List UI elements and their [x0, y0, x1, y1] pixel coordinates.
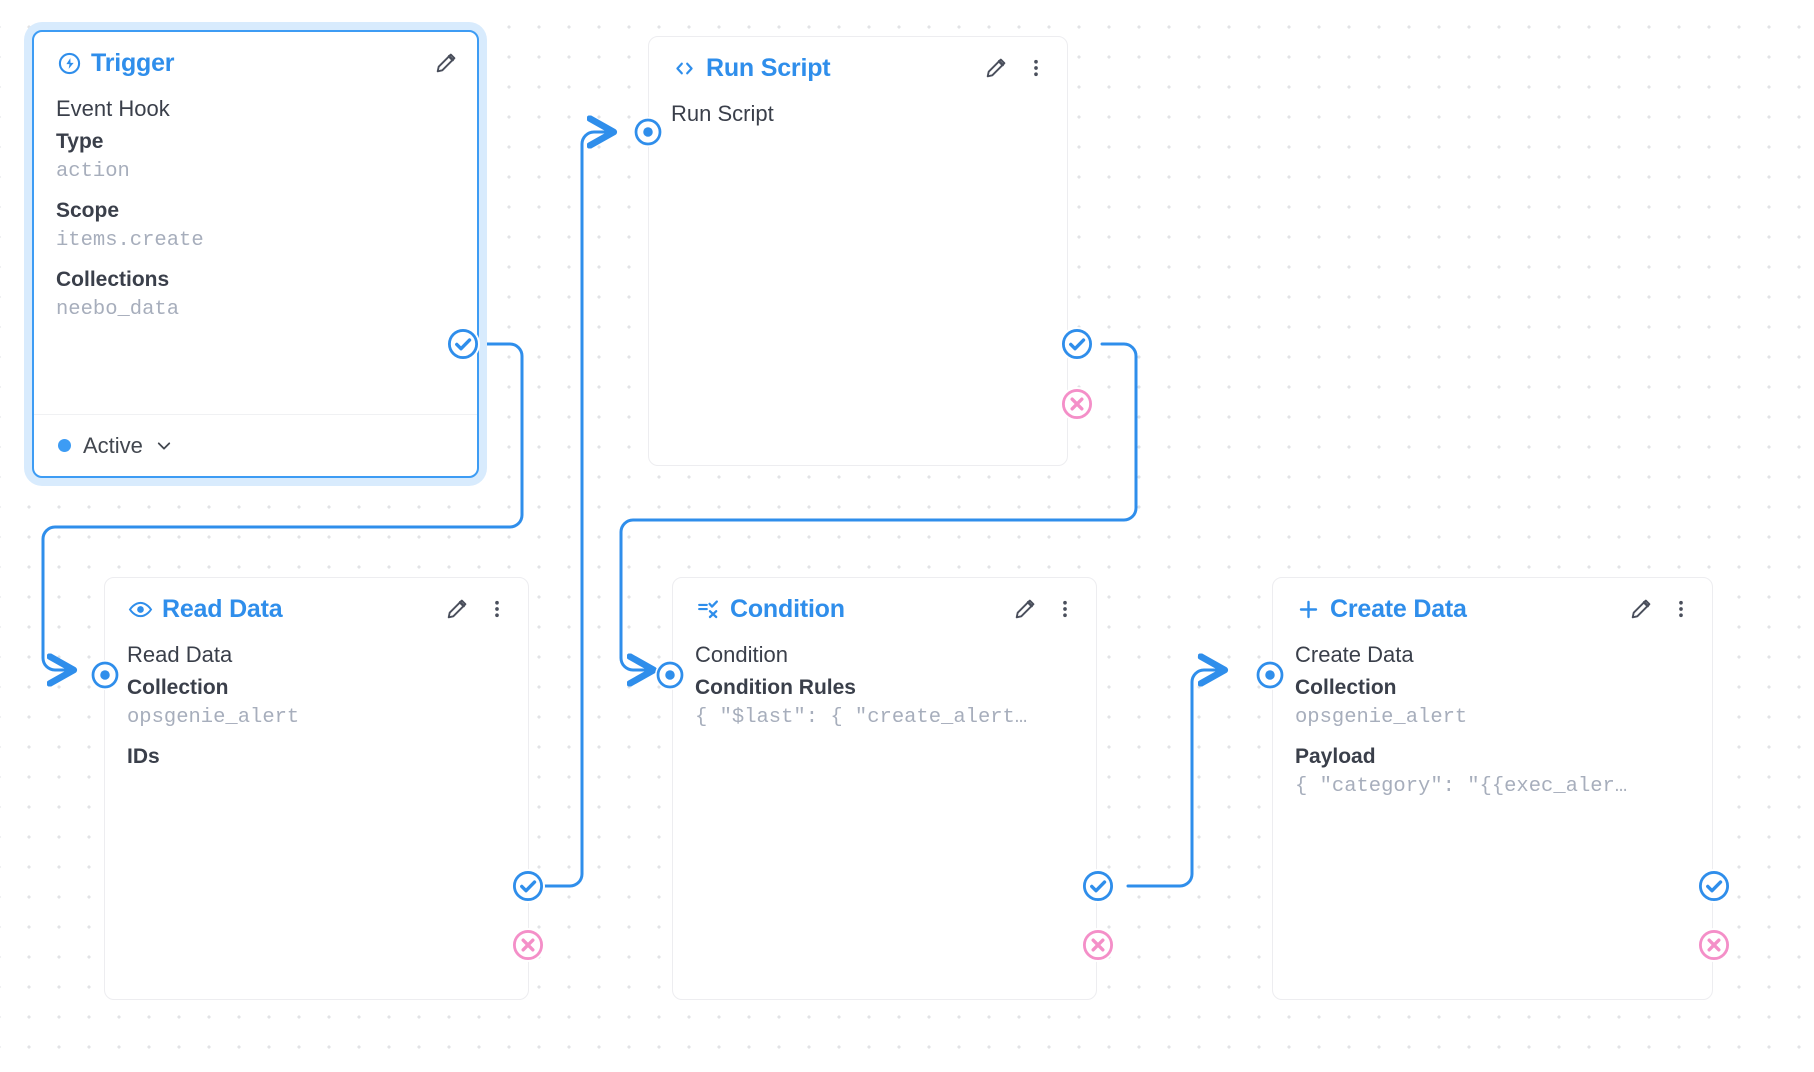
create-data-header: Create Data: [1273, 578, 1712, 640]
field-label: Payload: [1295, 745, 1376, 768]
trigger-title-group: Trigger: [56, 48, 175, 78]
condition-port-input[interactable]: [655, 660, 685, 690]
edit-pencil-icon[interactable]: [983, 54, 1009, 82]
field-value: action: [56, 160, 130, 183]
read-data-header-actions: [444, 595, 510, 623]
create-data-title-group: Create Data: [1295, 595, 1467, 624]
condition-header-actions: [1012, 595, 1078, 623]
condition-branch-icon: [695, 596, 721, 622]
read-data-title: Read Data: [162, 594, 283, 623]
lightning-bolt-circle-icon: [56, 50, 82, 76]
read-data-row-name: Read Data: [127, 642, 233, 667]
run-script-port-input[interactable]: [633, 117, 663, 147]
field-value: { "category": "{{exec_aler…: [1295, 775, 1628, 798]
trigger-header: Trigger: [34, 32, 477, 94]
read-data-port-success[interactable]: [511, 869, 545, 903]
eye-icon: [127, 596, 153, 622]
chevron-down-icon: [155, 437, 173, 455]
status-dot-icon: [58, 439, 71, 452]
condition-port-reject[interactable]: [1081, 928, 1115, 962]
run-script-header-actions: [983, 54, 1049, 82]
trigger-row-name: Event Hook: [56, 96, 170, 121]
create-data-header-actions: [1628, 595, 1694, 623]
trigger-field-scope: Scope items.create: [56, 195, 461, 255]
read-data-port-input[interactable]: [90, 660, 120, 690]
edit-pencil-icon[interactable]: [1012, 595, 1038, 623]
create-data-title: Create Data: [1330, 594, 1467, 623]
create-data-port-reject[interactable]: [1697, 928, 1731, 962]
more-options-icon[interactable]: [484, 595, 510, 623]
edit-pencil-icon[interactable]: [1628, 595, 1654, 623]
run-script-body: Run Script: [671, 99, 1051, 131]
trigger-title: Trigger: [91, 48, 175, 77]
condition-body: Condition Condition Rules { "$last": { "…: [695, 640, 1080, 732]
plus-icon: [1295, 596, 1321, 622]
condition-title: Condition: [730, 594, 845, 623]
field-label: Collection: [1295, 676, 1397, 699]
read-data-field-collection: Collection opsgenie_alert: [127, 672, 512, 732]
field-label: Type: [56, 130, 104, 153]
condition-field-rules: Condition Rules { "$last": { "create_ale…: [695, 672, 1080, 732]
node-read-data[interactable]: Read Data Read Data Collection opsgenie_…: [104, 577, 529, 1000]
condition-header: Condition: [673, 578, 1096, 640]
field-value: { "$last": { "create_alert…: [695, 706, 1028, 729]
status-label: Active: [83, 432, 143, 458]
node-trigger[interactable]: Trigger Event Hook Type action Scope ite…: [32, 30, 479, 478]
trigger-body: Event Hook Type action Scope items.creat…: [56, 94, 461, 324]
trigger-field-collections: Collections neebo_data: [56, 264, 461, 324]
more-options-icon[interactable]: [1668, 595, 1694, 623]
field-label: Scope: [56, 199, 120, 222]
create-data-port-success[interactable]: [1697, 869, 1731, 903]
run-script-header: Run Script: [649, 37, 1067, 99]
trigger-port-success[interactable]: [446, 327, 480, 361]
create-data-body: Create Data Collection opsgenie_alert Pa…: [1295, 640, 1696, 801]
run-script-title-group: Run Script: [671, 53, 831, 83]
trigger-field-type: Type action: [56, 126, 461, 186]
node-run-script[interactable]: Run Script Run Script: [648, 36, 1068, 466]
read-data-body: Read Data Collection opsgenie_alert IDs: [127, 640, 512, 772]
field-value: items.create: [56, 229, 204, 252]
more-options-icon[interactable]: [1023, 54, 1049, 82]
node-create-data[interactable]: Create Data Create Data Collection opsge…: [1272, 577, 1713, 1000]
condition-port-success[interactable]: [1081, 869, 1115, 903]
field-value: neebo_data: [56, 298, 180, 321]
trigger-header-actions: [433, 49, 459, 77]
read-data-header: Read Data: [105, 578, 528, 640]
run-script-title: Run Script: [706, 53, 831, 82]
node-condition[interactable]: Condition Condition Condition Rules { "$…: [672, 577, 1097, 1000]
condition-title-group: Condition: [695, 595, 845, 624]
code-brackets-icon: [671, 55, 697, 81]
create-data-row-name: Create Data: [1295, 642, 1414, 667]
create-data-port-input[interactable]: [1255, 660, 1285, 690]
create-data-field-collection: Collection opsgenie_alert: [1295, 672, 1696, 732]
run-script-row-name: Run Script: [671, 101, 774, 126]
create-data-field-payload: Payload { "category": "{{exec_aler…: [1295, 741, 1696, 801]
read-data-title-group: Read Data: [127, 594, 283, 624]
read-data-port-reject[interactable]: [511, 928, 545, 962]
more-options-icon[interactable]: [1052, 595, 1078, 623]
edit-pencil-icon[interactable]: [444, 595, 470, 623]
field-label: IDs: [127, 745, 160, 768]
trigger-status-dropdown[interactable]: Active: [34, 414, 477, 476]
field-label: Collections: [56, 268, 170, 291]
read-data-field-ids: IDs: [127, 741, 512, 772]
field-label: Condition Rules: [695, 676, 856, 699]
edit-pencil-icon[interactable]: [433, 49, 459, 77]
condition-row-name: Condition: [695, 642, 788, 667]
run-script-port-success[interactable]: [1060, 327, 1094, 361]
field-value: opsgenie_alert: [127, 706, 300, 729]
field-label: Collection: [127, 676, 229, 699]
field-value: opsgenie_alert: [1295, 706, 1468, 729]
run-script-port-reject[interactable]: [1060, 387, 1094, 421]
